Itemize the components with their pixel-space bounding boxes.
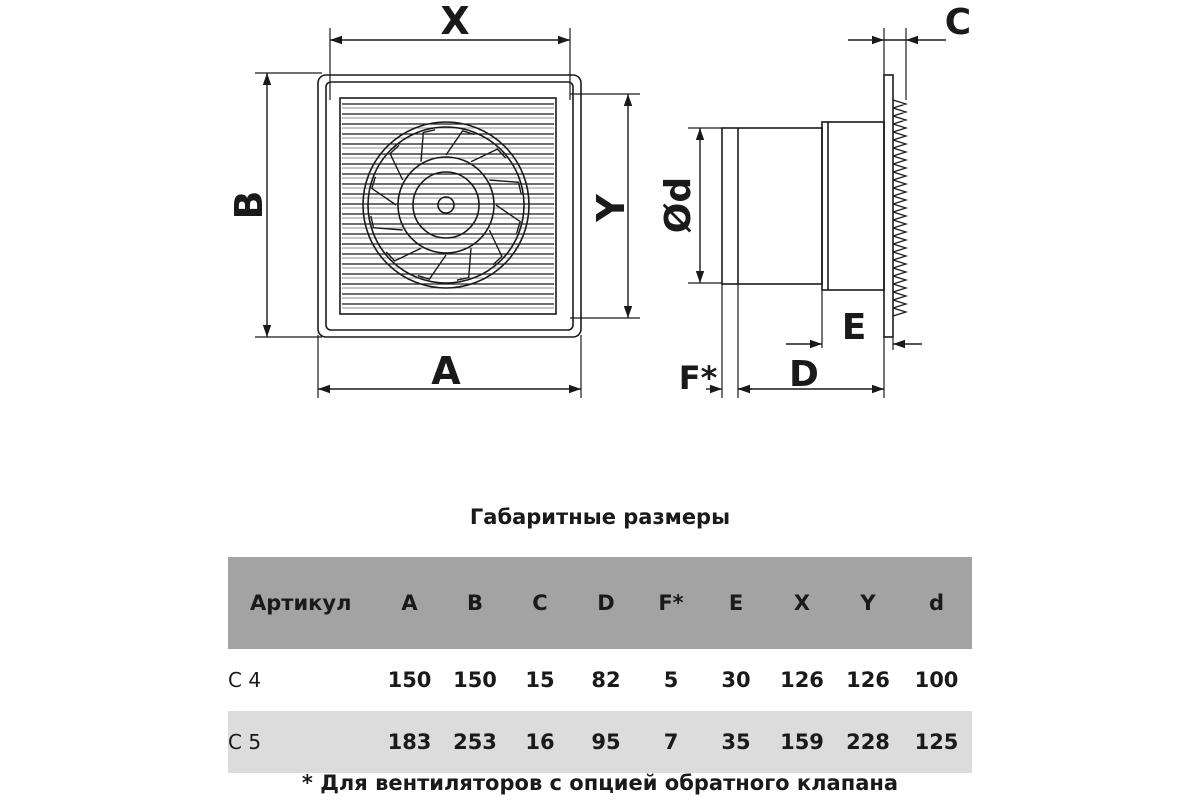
table-header-cell: A	[401, 591, 418, 615]
table-cell: 125	[914, 730, 959, 754]
table-cell: 126	[780, 668, 824, 692]
table-cell: 15	[525, 668, 555, 692]
table-cell: 150	[453, 668, 497, 692]
table-cell: 35	[721, 730, 751, 754]
table-header-cell: X	[793, 591, 811, 615]
table-cell: 228	[846, 730, 890, 754]
fan-blade	[456, 248, 472, 281]
table-header-cell: C	[532, 591, 548, 615]
table-cell: 253	[453, 730, 497, 754]
table-cell: С 5	[228, 730, 262, 754]
table-header-cell: D	[597, 591, 615, 615]
fan-blade	[420, 129, 436, 162]
dimension-drawing: X B Y A Ød C E F* D	[227, 0, 971, 398]
table-cell: 82	[591, 668, 621, 692]
table-header-cell: d	[928, 591, 945, 615]
table-cell: 159	[780, 730, 824, 754]
fan-blade	[417, 254, 447, 281]
table-header-cell: Y	[860, 591, 876, 615]
fan-blade	[495, 204, 522, 234]
fan-blade	[488, 229, 503, 266]
table-header-cell: E	[728, 591, 744, 615]
table-cell: 5	[663, 668, 679, 692]
table-header-cell: B	[466, 591, 483, 615]
dim-label-b: B	[227, 191, 271, 220]
fan-blade	[370, 215, 403, 231]
table-cell: 30	[721, 668, 751, 692]
table-header-row: Артикул A B C D F* E X Y d	[228, 557, 972, 649]
fan-blade	[489, 179, 522, 195]
fan-blade	[370, 176, 397, 206]
dim-label-d-diameter: Ød	[658, 177, 699, 233]
dim-label-e: E	[842, 307, 867, 348]
dim-label-f: F*	[679, 359, 718, 397]
fan-blade	[385, 247, 422, 262]
section-title: Габаритные размеры	[469, 505, 731, 529]
dimension-lines	[262, 35, 946, 394]
front-view	[317, 74, 582, 338]
table-cell: 100	[914, 668, 959, 692]
dim-label-y: Y	[589, 194, 633, 223]
table-cell: 95	[591, 730, 621, 754]
footnote: * Для вентиляторов с опцией обратного кл…	[301, 771, 899, 795]
table-cell: 183	[387, 730, 432, 754]
table-cell: С 4	[228, 668, 262, 692]
table-cell: 126	[846, 668, 890, 692]
side-view	[721, 74, 909, 338]
fan-blade	[445, 129, 475, 156]
table-row: С 5 183 253 16 95 7 35 159 228 125	[228, 711, 972, 773]
table-cell: 16	[525, 730, 555, 754]
dimensions-table: Артикул A B C D F* E X Y d С 4 150 150 1…	[228, 557, 972, 773]
dim-label-a: A	[431, 349, 461, 393]
table-cell: 150	[387, 668, 432, 692]
table-row: С 4 150 150 15 82 5 30 126 126 100	[228, 649, 972, 711]
table-cell: 7	[663, 730, 679, 754]
fan-blade	[389, 144, 404, 181]
dim-label-d: D	[789, 354, 819, 395]
table-header-cell: Артикул	[250, 591, 352, 615]
table-header-cell: F*	[658, 591, 684, 615]
dim-label-c: C	[945, 2, 971, 43]
fan-blade	[470, 148, 507, 163]
dim-label-x: X	[440, 0, 469, 43]
